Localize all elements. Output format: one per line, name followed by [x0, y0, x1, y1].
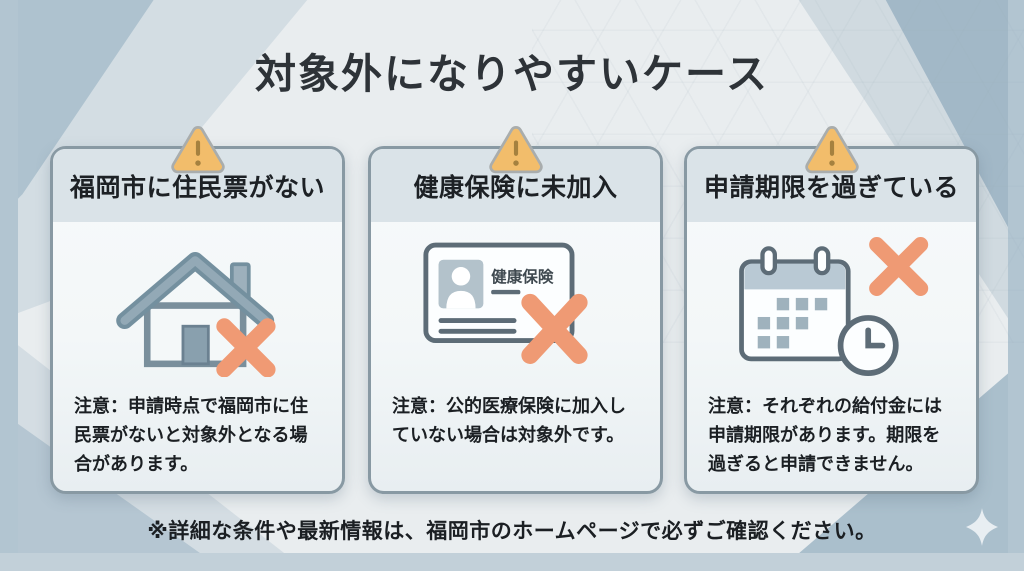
- page-title: 対象外になりやすいケース: [255, 50, 769, 98]
- insurance-card-with-x-icon: 健康保険: [371, 222, 660, 390]
- warning-triangle-icon: [169, 123, 227, 176]
- house-with-x-icon: [53, 222, 342, 390]
- frame-bottom-band: [0, 553, 1024, 571]
- warning-triangle-icon: [487, 123, 545, 176]
- card-note: 注意：それぞれの給付金には申請期限があります。期限を過ぎると申請できません。: [708, 396, 942, 475]
- frame-left-band: [0, 0, 18, 571]
- insurance-card-label: 健康保険: [491, 267, 554, 286]
- card-past-deadline: 申請期限を過ぎている 注意：それぞれの給付金には申請期限があります。期限を: [684, 126, 979, 494]
- card-note: 注意：申請時点で福岡市に住民票がないと対象外となる場合があります。: [74, 396, 308, 475]
- footer-disclaimer: ※詳細な条件や最新情報は、福岡市のホームページで必ずご確認ください。: [147, 519, 877, 543]
- warning-triangle-icon: [803, 123, 861, 176]
- calendar-clock-with-x-icon: [687, 222, 976, 390]
- frame-right-band: [1008, 0, 1024, 571]
- card-no-health-insurance: 健康保険に未加入 健康保険 注意：公的医療保険に加入していない場合は対象外です。: [368, 126, 663, 494]
- sparkle-icon: [966, 508, 998, 550]
- card-note: 注意：公的医療保険に加入していない場合は対象外です。: [392, 396, 626, 446]
- card-no-resident-record: 福岡市に住民票がない 注意：申請時点で福岡市に住民票がないと対象外となる場合があ…: [50, 126, 345, 494]
